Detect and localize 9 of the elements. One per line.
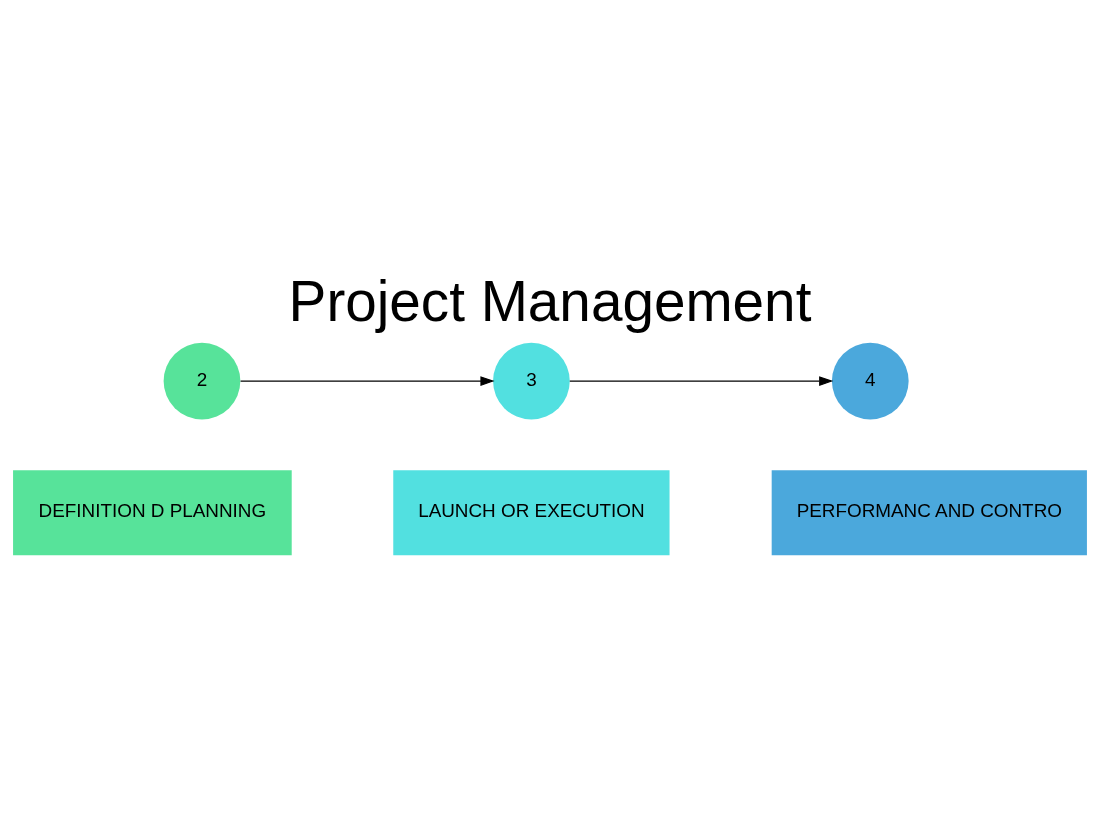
node-circle: 2 (163, 342, 241, 419)
arrow (240, 375, 495, 386)
diagram-title: Project Management (288, 269, 812, 333)
node-box: LAUNCH OR EXECUTION (393, 469, 670, 555)
node-box: DEFINITION D PLANNING (13, 469, 292, 555)
node-circle: 4 (831, 342, 909, 419)
arrow (569, 375, 834, 386)
node-box: PERFORMANC AND CONTRO (771, 469, 1087, 555)
node-circle: 3 (493, 342, 570, 419)
